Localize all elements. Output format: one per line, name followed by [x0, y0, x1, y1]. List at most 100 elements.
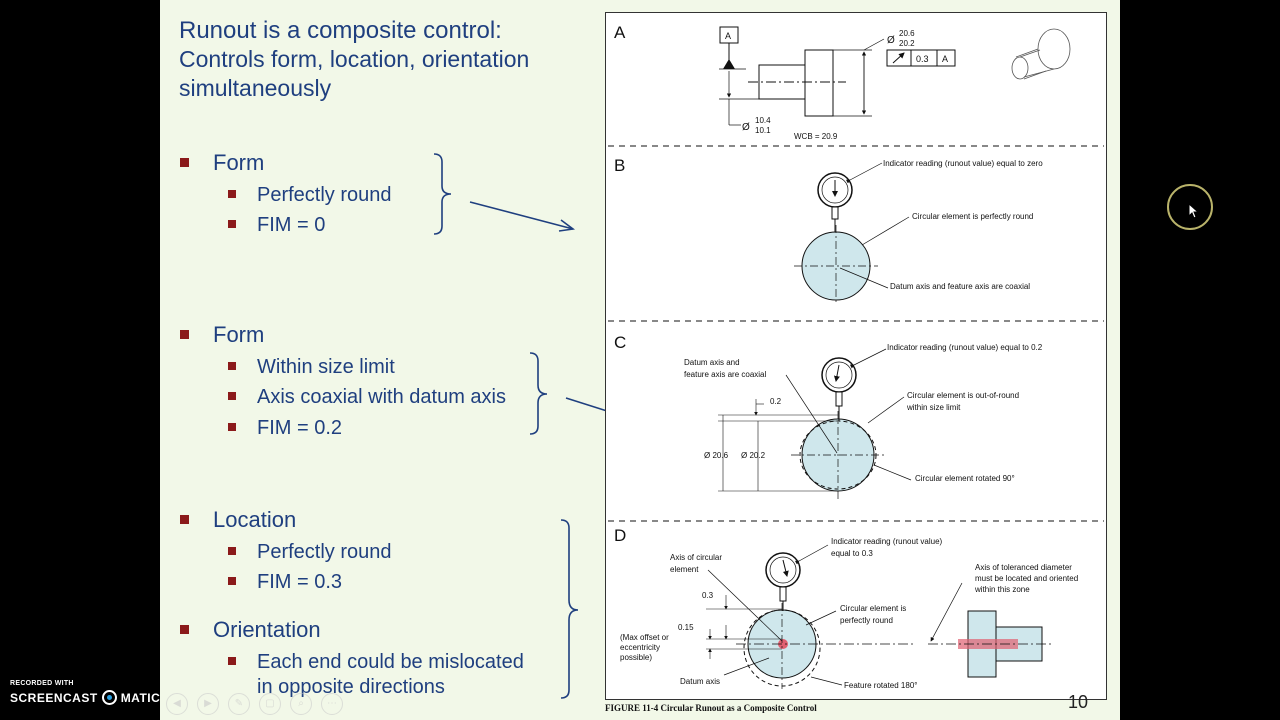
panel-d-note-2b: element [670, 565, 699, 574]
fcf-datum: A [942, 54, 948, 64]
part-large-end [804, 49, 834, 117]
brace-1 [433, 153, 452, 235]
bullet-square [228, 189, 236, 198]
figure-drawing: A A Ø 10.4 10.1 [608, 23, 1104, 690]
brace-3 [560, 519, 579, 699]
figure-caption: FIGURE 11-4 Circular Runout as a Composi… [605, 703, 817, 713]
panel-d-note-5b: eccentricity [620, 643, 660, 652]
slide: Runout is a composite control: Controls … [160, 0, 1120, 720]
panel-d-note-5a: (Max offset or [620, 633, 669, 642]
fcf-box [886, 49, 956, 67]
subbullet: FIM = 0 [228, 214, 325, 237]
subbullet: FIM = 0.3 [228, 571, 342, 594]
panel-d-note-5c: possible) [620, 653, 652, 662]
panel-a-label: A [614, 23, 626, 42]
title-line-3: simultaneously [179, 75, 332, 101]
bullet-square [228, 219, 236, 228]
panel-b-label: B [614, 156, 625, 175]
bullet-location: Location [180, 507, 296, 533]
bullet-square [180, 514, 189, 524]
panel-b-note-3: Datum axis and feature axis are coaxial [890, 282, 1030, 291]
indicator-d [765, 552, 801, 588]
panel-d-note-3a: Axis of toleranced diameter [975, 563, 1072, 572]
arrow-1 [469, 201, 574, 230]
slides-icon[interactable]: ▢ [259, 693, 281, 715]
offset-mark [778, 639, 788, 649]
panel-d-note-4b: perfectly round [840, 616, 893, 625]
record-dot-icon [101, 690, 117, 705]
fcf-tolerance: 0.3 [916, 54, 929, 64]
slide-title: Runout is a composite control: Controls … [179, 16, 529, 103]
indicator-c [821, 357, 857, 393]
bullet-square [228, 546, 236, 555]
subbullet: Within size limit [228, 356, 395, 379]
wcb-label: WCB = 20.9 [794, 132, 838, 141]
datum-letter: A [725, 31, 731, 41]
panel-c-note-2b: feature axis are coaxial [684, 370, 766, 379]
bullet-square [180, 624, 189, 634]
bullet-square [228, 422, 236, 431]
large-dia-upper: 20.6 [899, 29, 915, 38]
bullet-square [228, 361, 236, 370]
panel-d-note-3c: within this zone [974, 585, 1030, 594]
bullet-square [180, 329, 189, 339]
panel-b-note-1: Indicator reading (runout value) equal t… [883, 159, 1043, 168]
page-number: 10 [1068, 692, 1089, 712]
bullet-square [180, 157, 189, 167]
panel-b-note-2: Circular element is perfectly round [912, 212, 1033, 221]
subbullet: Each end could be mislocated [228, 651, 524, 674]
watermark-brand: SCREENCAST MATIC [10, 690, 161, 705]
panel-c-note-4: Circular element rotated 90° [915, 474, 1015, 483]
panel-c-note-1: Indicator reading (runout value) equal t… [887, 343, 1043, 352]
large-dia-lower: 20.2 [899, 39, 915, 48]
subbullet-continuation: in opposite directions [257, 676, 445, 698]
subbullet: Perfectly round [228, 541, 392, 564]
panel-c-dim-1: 0.2 [770, 397, 782, 406]
iso-part [1011, 28, 1071, 80]
previous-icon[interactable]: ◀ [166, 693, 188, 715]
title-line-1: Runout is a composite control: [179, 17, 502, 44]
subbullet: FIM = 0.2 [228, 417, 342, 440]
bullet-square [228, 391, 236, 400]
panel-d-note-1b: equal to 0.3 [831, 549, 873, 558]
large-dia-symbol: Ø [887, 35, 895, 46]
panel-c-note-2a: Datum axis and [684, 358, 740, 367]
bullet-form-2: Form [180, 322, 264, 348]
panel-d-note-7: Feature rotated 180° [844, 681, 917, 690]
runout-figure: A A Ø 10.4 10.1 [605, 12, 1107, 700]
small-dia-symbol: Ø [742, 122, 750, 133]
small-dia-lower: 10.1 [755, 126, 771, 135]
brace-2 [529, 352, 548, 435]
panel-d-note-6: Datum axis [680, 677, 720, 686]
panel-c-label: C [614, 333, 626, 352]
watermark-recorded: RECORDED WITH [10, 680, 74, 687]
panel-d-dim-1: 0.3 [702, 591, 714, 600]
bullet-square [228, 576, 236, 585]
next-icon[interactable]: ▶ [197, 693, 219, 715]
bullet-orientation: Orientation [180, 617, 321, 643]
bullet-form-1: Form [180, 150, 264, 176]
bullet-square [228, 656, 236, 665]
panel-d-note-3b: must be located and oriented [975, 574, 1078, 583]
small-dia-upper: 10.4 [755, 116, 771, 125]
zoom-icon[interactable]: ⌕ [290, 693, 312, 715]
cursor-highlight [1167, 184, 1213, 230]
pen-icon[interactable]: ✎ [228, 693, 250, 715]
mouse-pointer-icon [1188, 203, 1200, 219]
panel-d-label: D [614, 526, 626, 545]
panel-c-dim-3: Ø 20.2 [741, 451, 766, 460]
panel-d-note-1a: Indicator reading (runout value) [831, 537, 943, 546]
panel-d-dim-2: 0.15 [678, 623, 694, 632]
panel-c-note-3b: within size limit [906, 403, 961, 412]
more-icon[interactable]: ⋯ [321, 693, 343, 715]
subbullet: Perfectly round [228, 184, 392, 207]
panel-d-note-4a: Circular element is [840, 604, 906, 613]
runout-symbol [892, 52, 905, 64]
panel-d-note-2a: Axis of circular [670, 553, 722, 562]
subbullet: Axis coaxial with datum axis [228, 386, 506, 409]
panel-c-note-3a: Circular element is out-of-round [907, 391, 1019, 400]
panel-c-dim-2: Ø 20.6 [704, 451, 729, 460]
arrow-1-head [558, 219, 576, 232]
screencast-watermark: RECORDED WITH SCREENCAST MATIC [10, 680, 160, 705]
title-line-2: Controls form, location, orientation [179, 46, 530, 72]
